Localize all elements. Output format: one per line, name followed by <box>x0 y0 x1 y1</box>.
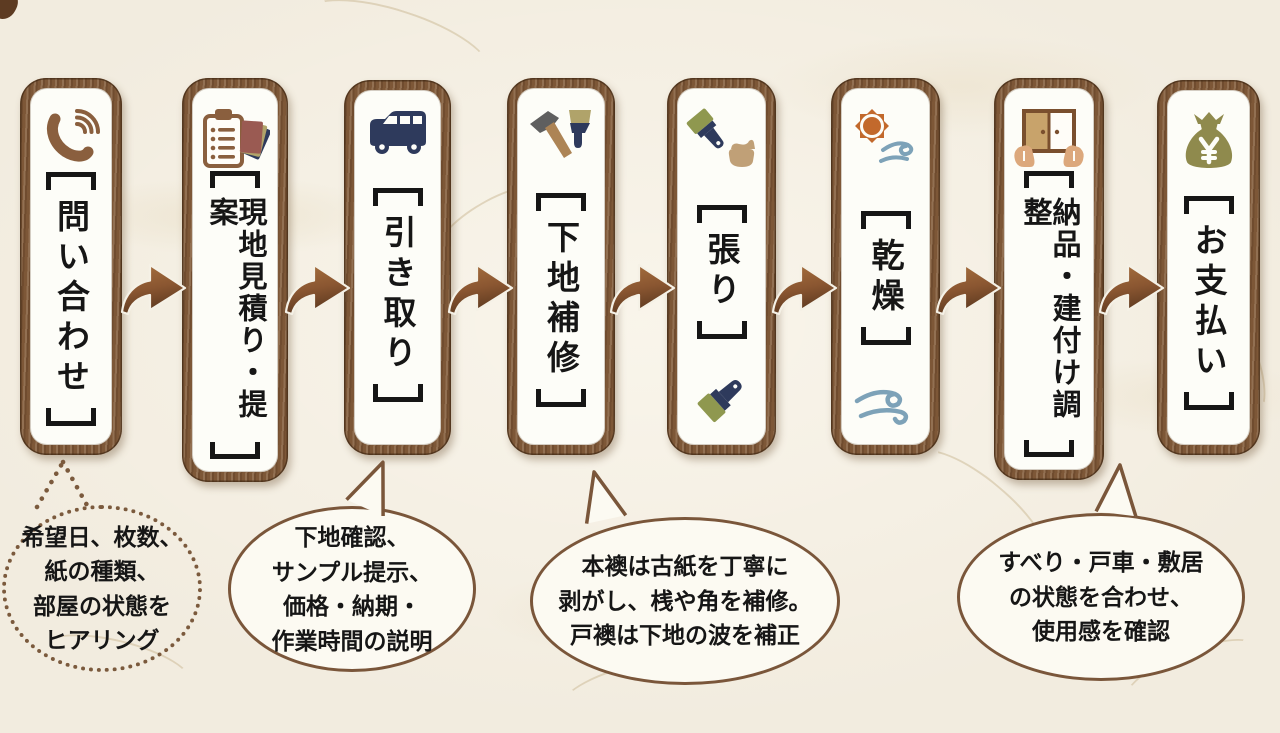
note-line: 紙の種類、 <box>44 558 160 584</box>
phone-icon <box>47 109 100 162</box>
note-line: 作業時間の説明 <box>271 627 433 654</box>
flow-arrow <box>771 263 838 316</box>
hammer-brush-icon <box>530 110 591 158</box>
bracket-top <box>210 171 260 188</box>
bracket-bottom <box>536 388 586 407</box>
note-bubble-base-repair: 本襖は古紙を丁寧に 剥がし、桟や角を補修。 戸襖は下地の波を補正 <box>530 517 840 685</box>
bubble-tail <box>345 460 385 516</box>
bracket-top <box>860 210 911 229</box>
flow-arrow <box>609 263 676 316</box>
bracket-top <box>46 171 96 190</box>
bubble-tail <box>1094 463 1138 517</box>
step-card-base-repair: 下地補修 <box>507 78 615 455</box>
note-line: 価格・納期・ <box>283 593 421 619</box>
bracket-bottom <box>210 442 260 459</box>
flow-arrow <box>1098 263 1165 316</box>
note-line: 部屋の状態を <box>33 592 171 619</box>
bracket-top <box>372 187 423 206</box>
note-line: の状態を合わせ、 <box>1008 583 1193 610</box>
bracket-bottom <box>1024 440 1074 457</box>
note-line: サンプル提示、 <box>271 558 433 585</box>
bracket-top <box>696 204 747 223</box>
bracket-bottom <box>1183 391 1234 410</box>
step-card-delivery-fitting: 納品・建付け調整 <box>994 78 1104 480</box>
flow-arrow <box>284 263 351 316</box>
wind-icon <box>854 389 908 425</box>
step-title: 引き取り <box>379 214 416 375</box>
step-card-papering: 張り <box>667 78 776 455</box>
bracket-top <box>1024 171 1074 188</box>
sun-wind-icon <box>854 109 913 163</box>
bracket-bottom <box>46 407 96 426</box>
glue-brush-icon <box>686 108 755 167</box>
step-title: 乾燥 <box>867 237 904 318</box>
bracket-bottom <box>696 320 747 339</box>
note-line: すべり・戸車・敷居 <box>998 549 1204 576</box>
flow-arrow <box>935 263 1002 316</box>
note-bubble-inquiry: 希望日、枚数、 紙の種類、 部屋の状態を ヒアリング <box>2 505 202 672</box>
step-card-onsite-estimate: 現地見積り・提案 <box>182 78 288 482</box>
note-line: 希望日、枚数、 <box>21 523 183 550</box>
note-line: 使用感を確認 <box>1031 618 1170 645</box>
note-line: ヒアリング <box>44 627 160 653</box>
step-card-inquiry: 問い合わせ <box>20 78 122 455</box>
note-line: 戸襖は下地の波を補正 <box>570 622 800 649</box>
paper-speck <box>0 0 23 24</box>
step-title: 現地見積り・提案 <box>205 196 266 421</box>
bubble-tail-dotted <box>34 459 91 510</box>
flow-arrow <box>447 263 514 316</box>
step-title: 問い合わせ <box>52 198 90 399</box>
step-card-payment: お支払い <box>1157 80 1260 455</box>
note-line: 剥がし、桟や角を補修。 <box>558 587 812 614</box>
clipboard-samples-icon <box>203 109 270 168</box>
bracket-top <box>1183 195 1234 214</box>
sliding-door-hands-icon <box>1014 109 1084 167</box>
bracket-top <box>536 192 586 211</box>
step-card-drying: 乾燥 <box>831 78 940 455</box>
van-icon <box>369 111 426 154</box>
bubble-tail <box>584 470 628 524</box>
flow-arrow <box>120 263 187 316</box>
step-title: 張り <box>703 231 740 312</box>
brush-icon <box>697 380 742 422</box>
step-title: 納品・建付け調整 <box>1019 196 1080 421</box>
step-title: 下地補修 <box>542 219 580 380</box>
step-card-pickup: 引き取り <box>344 80 451 455</box>
note-line: 下地確認、 <box>294 524 410 550</box>
note-bubble-fitting: すべり・戸車・敷居 の状態を合わせ、 使用感を確認 <box>957 513 1245 681</box>
step-title: お支払い <box>1190 222 1227 383</box>
note-line: 本襖は古紙を丁寧に <box>581 553 789 580</box>
bracket-bottom <box>372 383 423 402</box>
bracket-bottom <box>860 326 911 345</box>
note-bubble-estimate: 下地確認、 サンプル提示、 価格・納期・ 作業時間の説明 <box>228 506 476 672</box>
money-bag-icon <box>1185 112 1232 168</box>
